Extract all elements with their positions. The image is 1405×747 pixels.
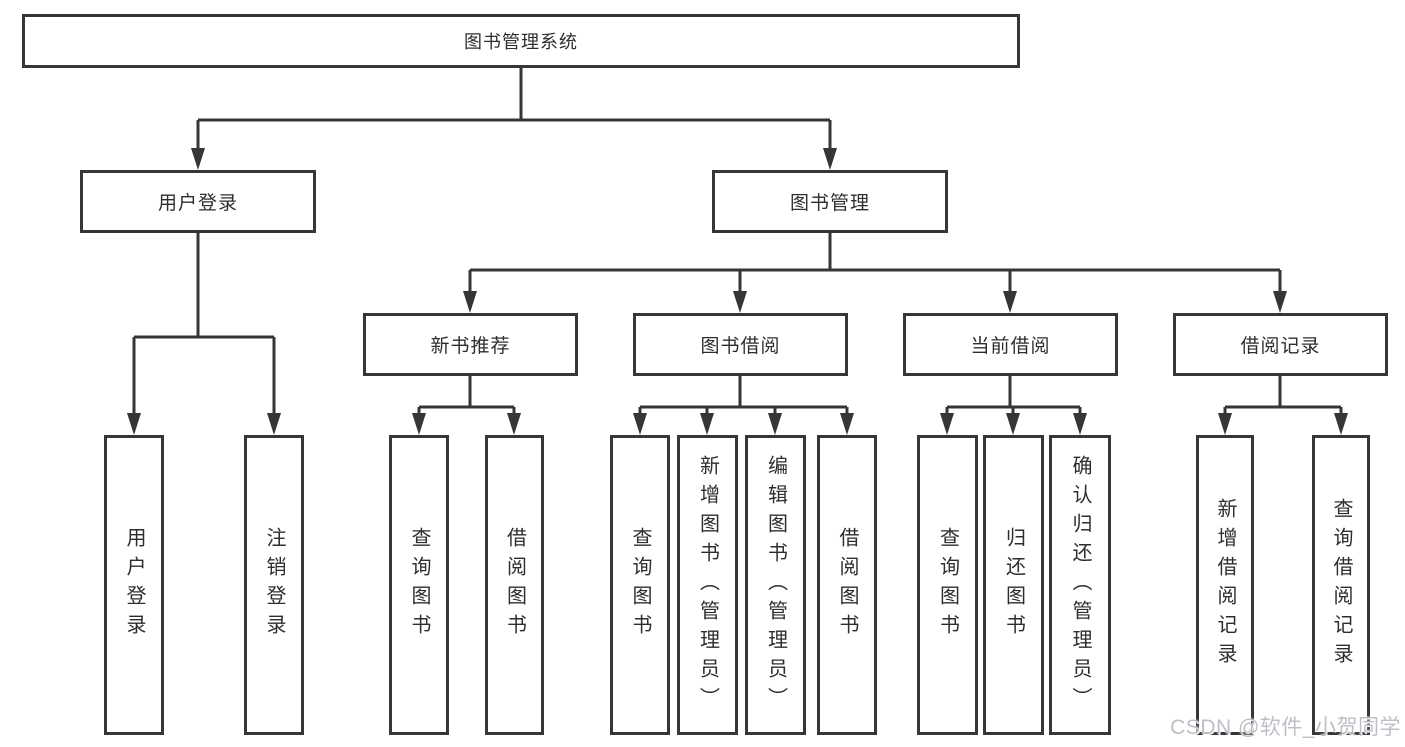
leaf-user-login: 用户登录 bbox=[104, 435, 164, 735]
leaf-edit-book-admin-label: 编辑图书（管理员） bbox=[764, 454, 787, 716]
leaf-add-book-admin: 新增图书（管理员） bbox=[677, 435, 738, 735]
node-user-login: 用户登录 bbox=[80, 170, 316, 233]
leaf-query-books-recommendation: 查询图书 bbox=[389, 435, 449, 735]
leaf-confirm-return-admin: 确认归还（管理员） bbox=[1049, 435, 1111, 735]
leaf-logout: 注销登录 bbox=[244, 435, 304, 735]
leaf-query-books-current: 查询图书 bbox=[917, 435, 978, 735]
leaf-add-borrow-record-label: 新增借阅记录 bbox=[1214, 498, 1236, 672]
leaf-add-borrow-record: 新增借阅记录 bbox=[1196, 435, 1254, 735]
node-root-label: 图书管理系统 bbox=[464, 32, 578, 52]
leaf-logout-label: 注销登录 bbox=[263, 527, 285, 643]
node-book-borrowing-label: 图书借阅 bbox=[700, 336, 781, 357]
leaf-borrow-books-recommendation: 借阅图书 bbox=[485, 435, 544, 735]
node-book-borrowing: 图书借阅 bbox=[633, 313, 848, 376]
leaf-query-borrow-record: 查询借阅记录 bbox=[1312, 435, 1370, 735]
leaf-query-books-borrowing: 查询图书 bbox=[610, 435, 670, 735]
node-new-book-recommendation-label: 新书推荐 bbox=[430, 336, 511, 357]
leaf-add-book-admin-label: 新增图书（管理员） bbox=[696, 454, 719, 716]
node-root: 图书管理系统 bbox=[22, 14, 1020, 68]
node-current-borrowing-label: 当前借阅 bbox=[970, 336, 1051, 357]
leaf-query-borrow-record-label: 查询借阅记录 bbox=[1330, 498, 1352, 672]
leaf-borrow-books-label: 借阅图书 bbox=[836, 527, 858, 643]
leaf-query-books-recommendation-label: 查询图书 bbox=[408, 527, 430, 643]
node-borrowing-records: 借阅记录 bbox=[1173, 313, 1388, 376]
node-user-login-label: 用户登录 bbox=[157, 193, 238, 214]
leaf-confirm-return-admin-label: 确认归还（管理员） bbox=[1069, 454, 1091, 716]
node-borrowing-records-label: 借阅记录 bbox=[1240, 336, 1321, 357]
leaf-return-book-label: 归还图书 bbox=[1002, 527, 1025, 643]
leaf-query-books-current-label: 查询图书 bbox=[936, 527, 959, 643]
node-new-book-recommendation: 新书推荐 bbox=[363, 313, 578, 376]
leaf-borrow-books: 借阅图书 bbox=[817, 435, 877, 735]
node-book-management: 图书管理 bbox=[712, 170, 948, 233]
leaf-query-books-borrowing-label: 查询图书 bbox=[629, 527, 651, 643]
node-current-borrowing: 当前借阅 bbox=[903, 313, 1118, 376]
leaf-user-login-label: 用户登录 bbox=[123, 527, 145, 643]
leaf-borrow-books-recommendation-label: 借阅图书 bbox=[503, 527, 526, 643]
node-book-management-label: 图书管理 bbox=[789, 193, 870, 214]
leaf-return-book: 归还图书 bbox=[983, 435, 1044, 735]
leaf-edit-book-admin: 编辑图书（管理员） bbox=[745, 435, 806, 735]
csdn-watermark: CSDN @软件_小贺同学 bbox=[1170, 716, 1401, 739]
